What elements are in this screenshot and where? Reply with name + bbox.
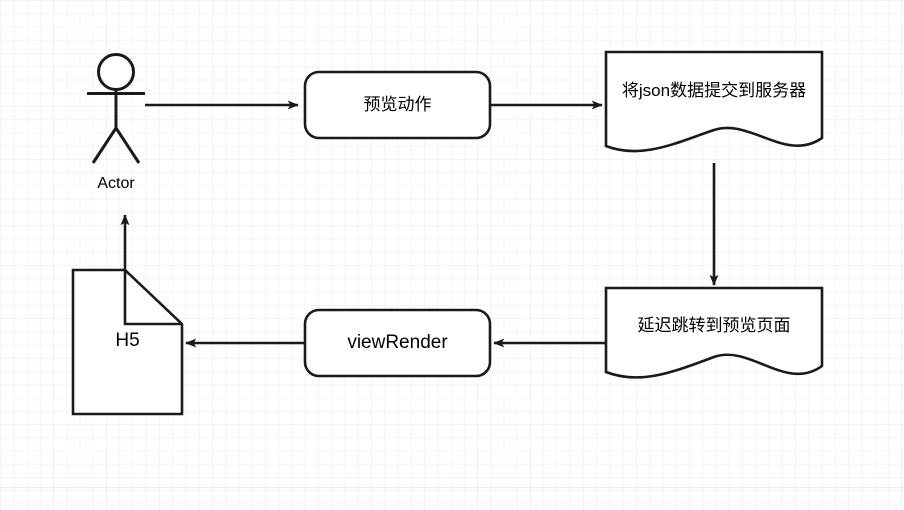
actor-figure[interactable] [87, 53, 145, 164]
h5-note-fold-icon [123, 270, 182, 326]
actor-leg-right [114, 127, 141, 164]
node-h5-note[interactable] [71, 268, 184, 416]
node-view-render[interactable] [303, 308, 492, 378]
node-delay-redirect[interactable] [604, 286, 824, 379]
actor-leg-left [91, 127, 118, 164]
h5-note-body [71, 268, 184, 416]
actor-label: Actor [97, 175, 135, 192]
node-submit-json[interactable] [604, 50, 824, 153]
node-preview-action[interactable] [303, 70, 492, 140]
actor-head-icon [97, 53, 135, 91]
